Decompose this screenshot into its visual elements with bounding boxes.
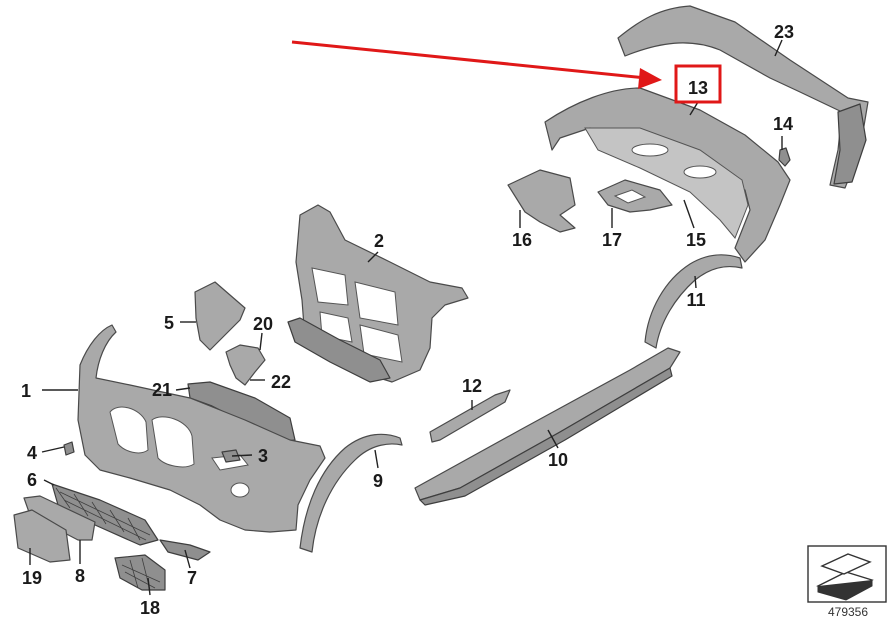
reference-icon bbox=[807, 545, 887, 603]
callout-16: 16 bbox=[512, 230, 532, 250]
part-16-bracket bbox=[507, 169, 576, 233]
part-17-bracket bbox=[597, 179, 673, 213]
callout-13: 13 bbox=[688, 78, 708, 98]
part-14-bracket bbox=[778, 147, 791, 167]
part-18-fog-grille bbox=[114, 554, 166, 591]
part-11-wheel-arch bbox=[644, 254, 743, 349]
callout-10: 10 bbox=[548, 450, 568, 470]
callout-19: 19 bbox=[22, 568, 42, 588]
callout-labels: 1 2 3 4 5 6 7 8 9 10 11 12 13 14 15 16 1… bbox=[21, 22, 794, 618]
callout-20: 20 bbox=[253, 314, 273, 334]
callout-5: 5 bbox=[164, 313, 174, 333]
callout-17: 17 bbox=[602, 230, 622, 250]
callout-23: 23 bbox=[774, 22, 794, 42]
part-4-clip bbox=[63, 441, 75, 456]
callout-1: 1 bbox=[21, 381, 31, 401]
red-arrow-head bbox=[638, 68, 662, 89]
callout-11: 11 bbox=[686, 290, 705, 310]
callout-14: 14 bbox=[773, 114, 793, 134]
callout-9: 9 bbox=[373, 471, 383, 491]
part-13-rear-bumper-cover bbox=[544, 87, 791, 263]
highlight-box bbox=[674, 64, 722, 104]
callout-18: 18 bbox=[140, 598, 160, 618]
callout-15: 15 bbox=[686, 230, 706, 250]
callout-7: 7 bbox=[187, 568, 197, 588]
part-3-bracket bbox=[221, 449, 241, 463]
callout-12: 12 bbox=[462, 376, 482, 396]
part-1-front-bumper-cover bbox=[77, 324, 326, 533]
red-arrow-line bbox=[291, 40, 647, 80]
part-5-air-duct bbox=[194, 281, 246, 351]
part-23-rear-bumper-trim bbox=[617, 5, 869, 189]
callout-3: 3 bbox=[258, 446, 268, 466]
part-9-wheel-arch bbox=[299, 433, 403, 553]
reference-number: 479356 bbox=[828, 605, 868, 619]
leader-lines bbox=[29, 39, 783, 596]
callout-4: 4 bbox=[27, 443, 37, 463]
part-12-trim bbox=[429, 389, 511, 443]
callout-22: 22 bbox=[271, 372, 291, 392]
highlight-annotation bbox=[291, 40, 722, 104]
part-19-plate bbox=[13, 509, 71, 563]
callout-2: 2 bbox=[374, 231, 384, 251]
part-10-side-skirt bbox=[414, 347, 681, 506]
callout-6: 6 bbox=[27, 470, 37, 490]
callout-21: 21 bbox=[152, 380, 172, 400]
callout-8: 8 bbox=[75, 566, 85, 586]
part-2-front-carrier bbox=[287, 204, 469, 383]
part-20-22-duct bbox=[225, 344, 266, 386]
